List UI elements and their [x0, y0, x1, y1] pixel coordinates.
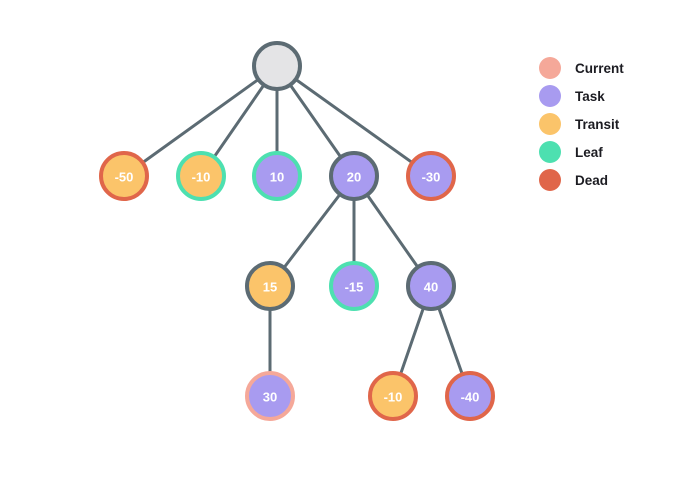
tree-node[interactable]: 30	[245, 371, 295, 421]
tree-node[interactable]: -30	[406, 151, 456, 201]
tree-node-circle[interactable]	[252, 151, 302, 201]
nodes-layer: -50 -10 10 20 -30 15 -15 40 30 -10 -40	[99, 41, 495, 421]
tree-node[interactable]: 20	[329, 151, 379, 201]
legend-item[interactable]: Current	[539, 54, 624, 82]
tree-node[interactable]: 40	[406, 261, 456, 311]
tree-node[interactable]: -15	[329, 261, 379, 311]
legend-item-label: Dead	[575, 172, 609, 188]
tree-node-circle[interactable]	[406, 261, 456, 311]
tree-node[interactable]: -10	[176, 151, 226, 201]
tree-node-circle[interactable]	[252, 41, 302, 91]
tree-node[interactable]: -50	[99, 151, 149, 201]
tree-node-circle[interactable]	[245, 261, 295, 311]
legend-item-label: Transit	[575, 116, 620, 132]
legend-item-label: Leaf	[575, 144, 603, 160]
legend-item[interactable]: Dead	[539, 166, 624, 194]
tree-node[interactable]: -40	[445, 371, 495, 421]
tree-node[interactable]: 15	[245, 261, 295, 311]
legend-item-label: Task	[575, 88, 605, 104]
legend-swatch-dead	[539, 169, 561, 191]
tree-node-circle[interactable]	[406, 151, 456, 201]
legend-swatch-task	[539, 85, 561, 107]
tree-node-circle[interactable]	[329, 151, 379, 201]
legend-item[interactable]: Leaf	[539, 138, 624, 166]
tree-node-circle[interactable]	[176, 151, 226, 201]
edges-layer	[122, 64, 472, 398]
tree-node[interactable]: 10	[252, 151, 302, 201]
tree-node[interactable]	[252, 41, 302, 91]
legend-item-label: Current	[575, 60, 624, 76]
tree-edge	[275, 64, 433, 178]
tree-node-circle[interactable]	[99, 151, 149, 201]
legend-swatch-transit	[539, 113, 561, 135]
legend-item[interactable]: Transit	[539, 110, 624, 138]
tree-node-circle[interactable]	[329, 261, 379, 311]
tree-node-circle[interactable]	[368, 371, 418, 421]
tree-edge	[122, 64, 279, 178]
tree-node-circle[interactable]	[245, 371, 295, 421]
legend-item[interactable]: Task	[539, 82, 624, 110]
legend-swatch-leaf	[539, 141, 561, 163]
tree-node[interactable]: -10	[368, 371, 418, 421]
legend-swatch-current	[539, 57, 561, 79]
tree-node-circle[interactable]	[445, 371, 495, 421]
